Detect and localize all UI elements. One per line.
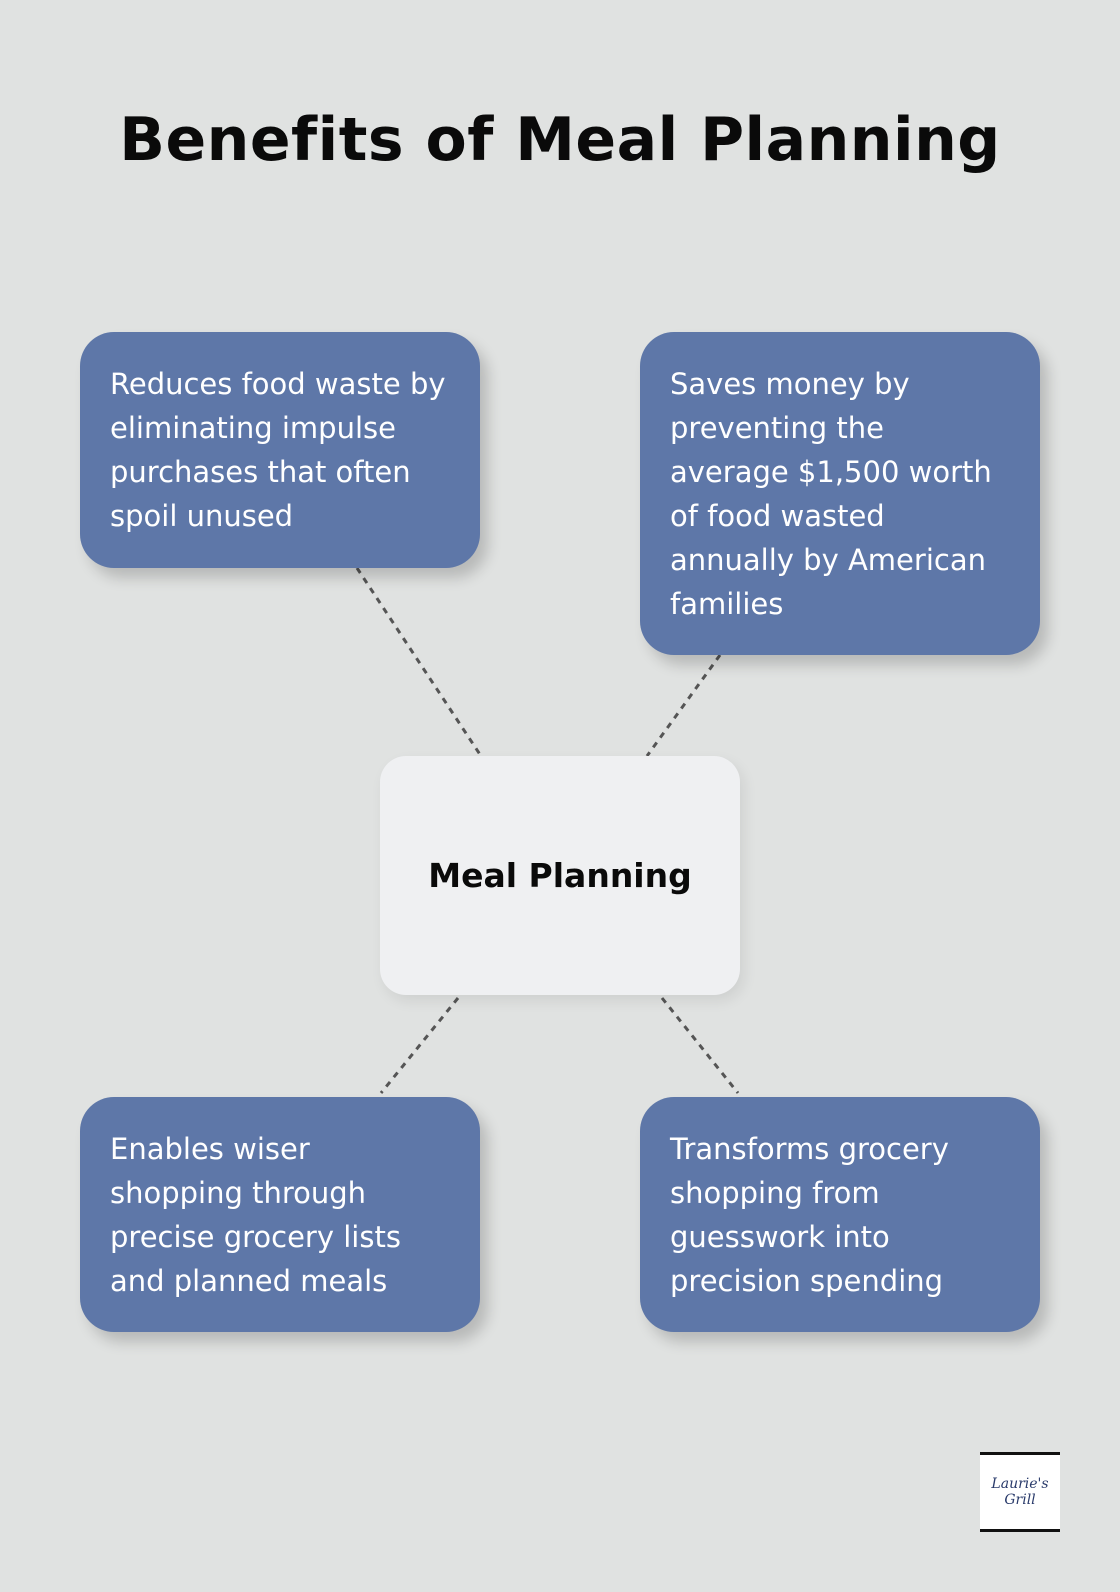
benefit-box-precision-spending: Transforms grocery shopping from guesswo…: [640, 1097, 1040, 1332]
laurie-s-grill-logo: Laurie's Grill: [980, 1452, 1060, 1532]
benefit-box-saves-money: Saves money by preventing the average $1…: [640, 332, 1040, 655]
center-node: Meal Planning: [380, 756, 740, 995]
connector-bottom-left: [379, 997, 460, 1094]
page-title: Benefits of Meal Planning: [119, 105, 1001, 175]
connector-top-left: [355, 567, 483, 757]
center-label: Meal Planning: [428, 856, 692, 895]
logo-line1: Laurie's: [991, 1476, 1049, 1492]
connector-top-right: [645, 654, 722, 757]
logo-line2: Grill: [1004, 1492, 1036, 1508]
benefit-box-food-waste: Reduces food waste by eliminating impuls…: [80, 332, 480, 568]
connector-bottom-right: [660, 997, 740, 1094]
benefit-box-wiser-shopping: Enables wiser shopping through precise g…: [80, 1097, 480, 1332]
